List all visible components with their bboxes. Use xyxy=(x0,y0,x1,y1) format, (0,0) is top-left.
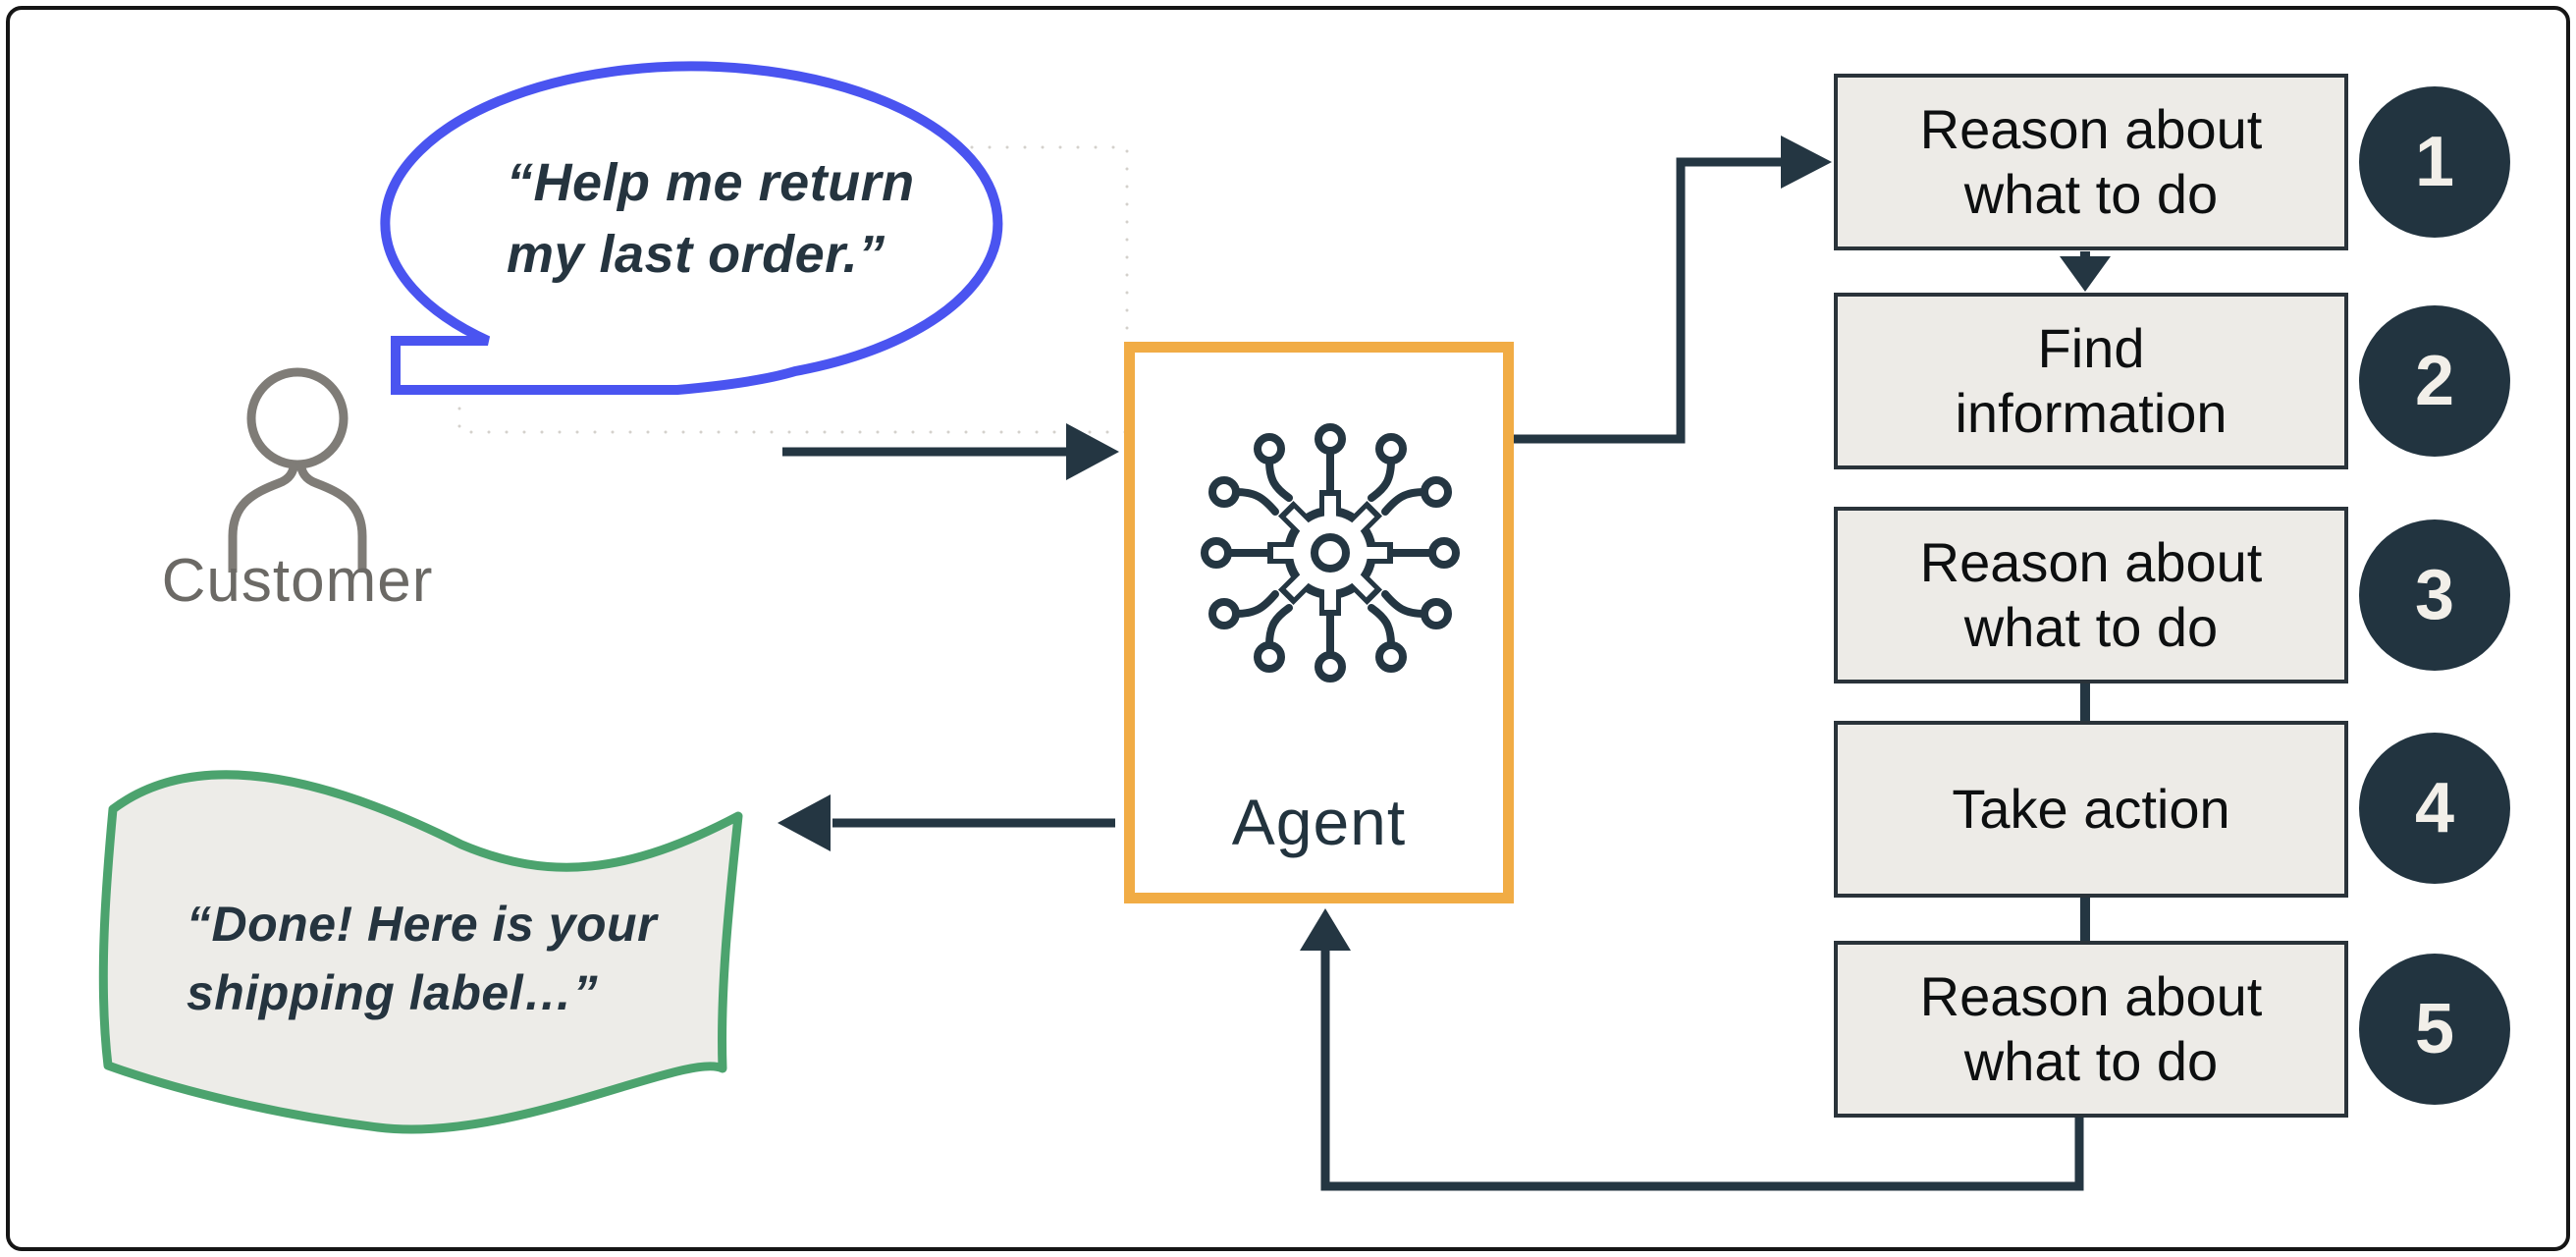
step-box-1: Reason about what to do xyxy=(1834,74,2348,250)
agent-label: Agent xyxy=(1231,786,1407,858)
step-number-badge-1: 1 xyxy=(2359,86,2510,238)
agent-box: Agent xyxy=(1124,342,1514,903)
step-2-line2: information xyxy=(1955,382,2227,444)
agent-response-line2: shipping label…” xyxy=(187,965,599,1020)
arrow-customer-to-agent xyxy=(782,423,1119,480)
step-2-line1: Find xyxy=(2037,316,2145,379)
step-4-line1: Take action xyxy=(1952,777,2230,840)
step-3-line1: Reason about xyxy=(1919,530,2263,593)
step-number-badge-3: 3 xyxy=(2359,519,2510,671)
step-number-badge-4: 4 xyxy=(2359,733,2510,884)
arrow-agent-to-step1 xyxy=(1514,136,1832,444)
arrow-step1-to-step2 xyxy=(2060,251,2111,292)
agent-response-quote: “Done! Here is your shipping label…” xyxy=(187,890,756,1027)
person-icon xyxy=(228,367,367,573)
step-box-5: Reason about what to do xyxy=(1834,941,2348,1118)
step-box-2: Find information xyxy=(1834,293,2348,469)
customer-quote-line2: my last order.” xyxy=(507,224,886,284)
step-number-badge-5: 5 xyxy=(2359,954,2510,1105)
step-number-badge-2: 2 xyxy=(2359,305,2510,457)
step-1-line1: Reason about xyxy=(1919,97,2263,160)
arrow-step5-to-agent xyxy=(1300,908,2084,1191)
gear-circuit-chip-icon xyxy=(1201,423,1460,683)
customer-quote-line1: “Help me return xyxy=(507,153,915,212)
agent-response-line1: “Done! Here is your xyxy=(187,897,658,952)
arrow-agent-to-banner xyxy=(778,794,1115,851)
step-5-line1: Reason about xyxy=(1919,964,2263,1027)
step-3-line2: what to do xyxy=(1963,596,2219,658)
step-1-line2: what to do xyxy=(1963,163,2219,225)
speech-bubble-icon xyxy=(380,61,1003,395)
wavy-label-banner-icon xyxy=(98,770,743,1134)
step-box-4: Take action xyxy=(1834,721,2348,898)
customer-label: Customer xyxy=(161,547,434,615)
step-5-line2: what to do xyxy=(1963,1030,2219,1092)
customer-quote: “Help me return my last order.” xyxy=(507,147,1037,291)
step-box-3: Reason about what to do xyxy=(1834,507,2348,683)
